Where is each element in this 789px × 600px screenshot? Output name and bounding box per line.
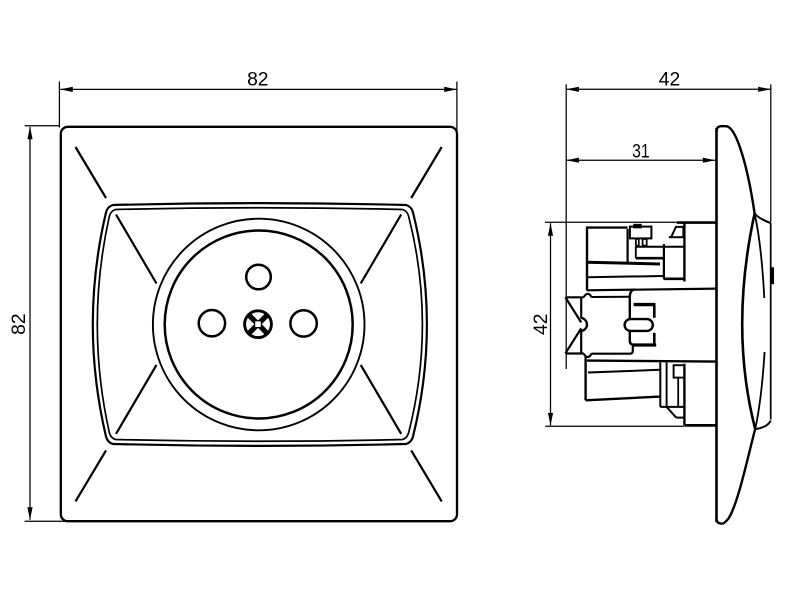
svg-text:42: 42 [659,70,680,91]
svg-text:31: 31 [632,142,650,163]
svg-text:82: 82 [9,313,30,334]
svg-text:82: 82 [247,70,268,91]
svg-text:42: 42 [531,314,552,335]
